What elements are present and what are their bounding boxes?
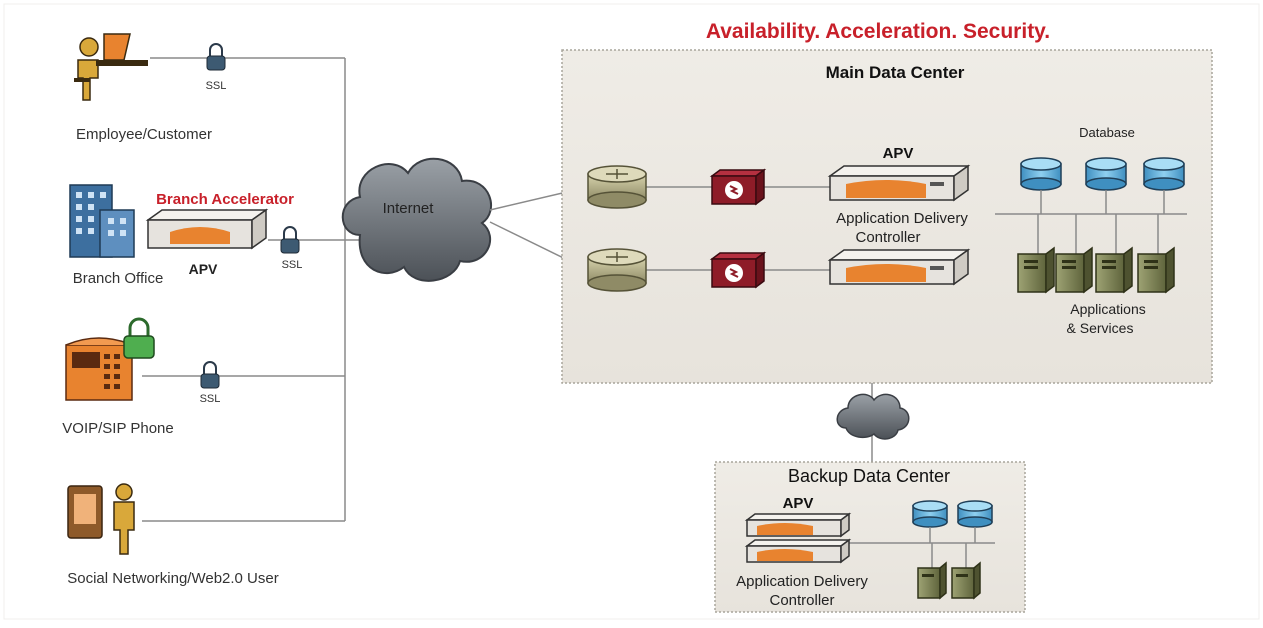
voip-lock-icon [123, 317, 155, 359]
app-server-icon-3 [1095, 214, 1133, 294]
backup-adc-appliance-icon-1 [744, 512, 852, 538]
main-dc-title: Main Data Center [826, 63, 965, 82]
apps-label-line1: Applications [1070, 301, 1146, 317]
voip-ssl-lock-icon [200, 361, 220, 389]
branch-office-building-icon [69, 184, 135, 258]
backup-app-server-icon-1 [917, 543, 947, 600]
branch-ssl-label: SSL [282, 259, 303, 271]
apps-label-line2: & Services [1067, 320, 1134, 336]
social-label: Social Networking/Web2.0 User [67, 570, 278, 587]
backup-controller-label-line1: Application Delivery [736, 573, 868, 590]
main-controller-label-line2: Controller [855, 229, 920, 246]
app-server-icon-4 [1137, 214, 1175, 294]
internet-label: Internet [383, 200, 435, 217]
voip-label: VOIP/SIP Phone [62, 420, 173, 437]
router-icon-1 [587, 165, 647, 209]
voip-phone-icon [65, 337, 133, 401]
firewall-icon-1 [709, 168, 767, 206]
app-server-icon-1 [1017, 214, 1055, 294]
backup-adc-appliance-icon-2 [744, 538, 852, 564]
router-icon-2 [587, 248, 647, 292]
dc-link-cloud-icon [836, 393, 910, 440]
adc-appliance-icon-1 [827, 164, 971, 202]
backup-database-icon-1 [912, 500, 948, 543]
internet-cloud-icon [341, 157, 492, 282]
main-controller-label-line1: Application Delivery [836, 210, 968, 227]
branch-office-label: Branch Office [73, 270, 164, 287]
employee-ssl-label: SSL [206, 80, 227, 92]
backup-database-icon-2 [957, 500, 993, 543]
social-user-icon [67, 483, 135, 555]
branch-apv-label: APV [189, 261, 218, 277]
backup-controller-label-line2: Controller [769, 592, 834, 609]
database-icon-3 [1143, 157, 1185, 214]
employee-user-icon [74, 33, 148, 101]
voip-ssl-label: SSL [200, 393, 221, 405]
branch-ssl-lock-icon [280, 226, 300, 254]
app-server-icon-2 [1055, 214, 1093, 294]
backup-dc-title: Backup Data Center [788, 466, 950, 486]
employee-label: Employee/Customer [76, 126, 212, 143]
backup-app-server-icon-2 [951, 543, 981, 600]
tagline: Availability. Acceleration. Security. [706, 20, 1050, 43]
database-icon-1 [1020, 157, 1062, 214]
main-apv-label: APV [883, 145, 914, 162]
adc-appliance-icon-2 [827, 248, 971, 286]
database-icon-2 [1085, 157, 1127, 214]
backup-apv-label: APV [783, 495, 814, 512]
database-label: Database [1079, 125, 1135, 140]
employee-ssl-lock-icon [206, 43, 226, 71]
main-data-center-panel [561, 49, 1213, 384]
branch-accelerator-title: Branch Accelerator [156, 191, 294, 208]
branch-accelerator-device-icon [145, 208, 269, 250]
firewall-icon-2 [709, 251, 767, 289]
